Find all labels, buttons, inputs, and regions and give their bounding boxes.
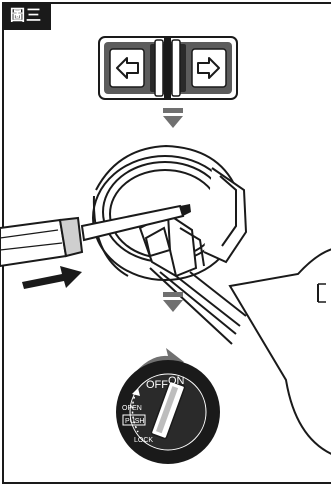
- ignition-label-on: ON: [168, 375, 185, 387]
- ignition-label-lock: LOCK: [134, 437, 153, 444]
- switch-housing: [93, 146, 246, 344]
- push-arrow-icon: [22, 266, 82, 289]
- ignition-label-push: PUSH: [125, 418, 144, 425]
- ignition-label-off: OFF: [146, 379, 168, 391]
- rocker-switch: [99, 37, 237, 99]
- down-arrow-icon: [163, 108, 183, 128]
- callout-bubble: [230, 248, 331, 456]
- ignition-switch: OFF ON OPEN PUSH LOCK: [116, 348, 220, 464]
- ignition-label-open: OPEN: [122, 405, 142, 412]
- down-arrow-icon: [163, 292, 183, 312]
